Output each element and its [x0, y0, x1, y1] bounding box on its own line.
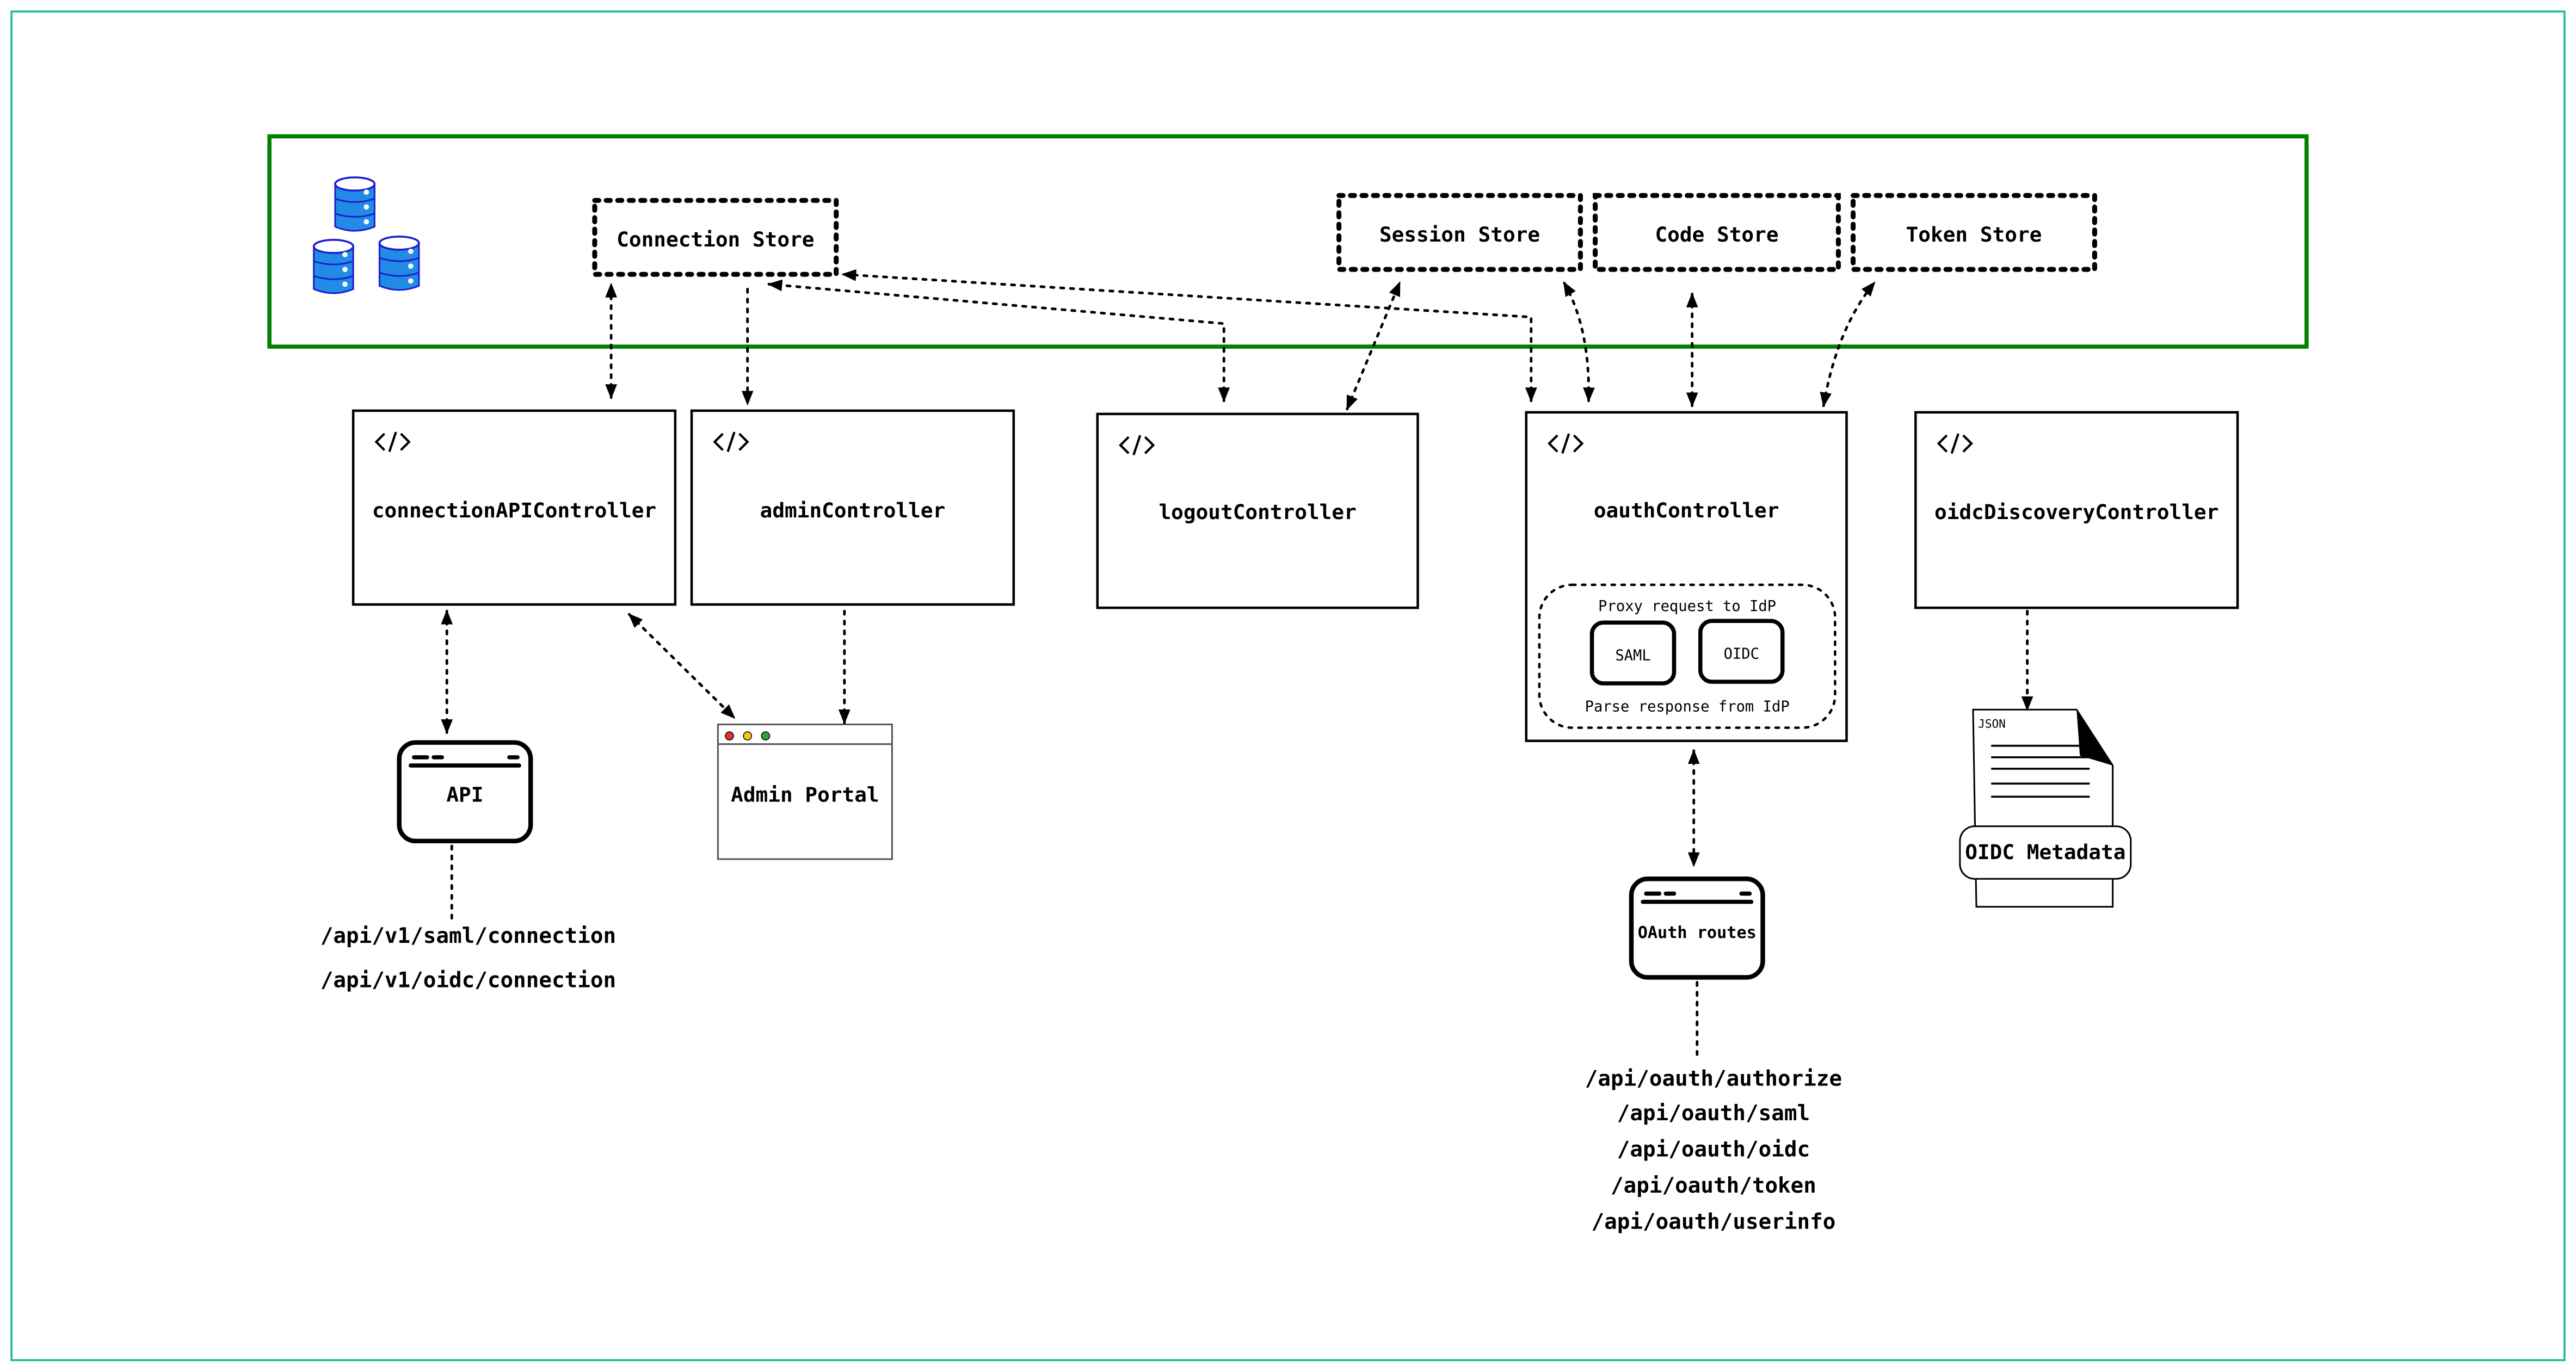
api-route-list: /api/v1/saml/connection /api/v1/oidc/con… — [321, 924, 616, 993]
arrow-oauth-connstore — [841, 269, 1537, 403]
oidc-module[interactable]: OIDC — [1698, 619, 1785, 684]
token-store-label: Token Store — [1906, 223, 2042, 246]
database-icon — [312, 176, 420, 294]
saml-module[interactable]: SAML — [1589, 620, 1677, 686]
document-lines-icon — [1991, 744, 2090, 798]
controller-label: connectionAPIController — [372, 498, 656, 522]
arrow-logout-connstore — [767, 279, 1230, 403]
code-store[interactable]: Code Store — [1593, 193, 1841, 272]
oauth-route-list: /api/oauth/authorize /api/oauth/saml /ap… — [1585, 1067, 1842, 1235]
connection-store[interactable]: Connection Store — [592, 198, 839, 277]
controller-label: logoutController — [1158, 500, 1356, 524]
connection-store-label: Connection Store — [617, 227, 814, 251]
json-label: JSON — [1978, 717, 2006, 730]
admin-portal-window[interactable]: Admin Portal — [717, 723, 893, 860]
oidc-metadata-document[interactable]: JSON OIDC Metadata — [1959, 708, 2132, 908]
api-label: API — [446, 782, 483, 806]
window-bar-icon — [409, 755, 521, 768]
arrow-logout-session — [1346, 281, 1401, 411]
idp-proxy-group — [1538, 583, 1837, 729]
oidc-metadata-label: OIDC Metadata — [1965, 840, 2125, 864]
outer-frame — [10, 10, 2566, 1361]
api-client[interactable]: API — [397, 740, 533, 844]
arrow-oauth-token — [1820, 281, 1876, 408]
proxy-label: Proxy request to IdP — [1598, 598, 1776, 615]
oidc-label: OIDC — [1724, 646, 1759, 663]
session-store[interactable]: Session Store — [1336, 193, 1583, 272]
window-bar-icon — [1641, 891, 1754, 904]
controller-label: adminController — [760, 498, 946, 522]
route-text: /api/v1/saml/connection — [321, 924, 616, 948]
oidc-discovery-controller[interactable]: oidcDiscoveryController — [1914, 411, 2239, 609]
route-text: /api/oauth/authorize — [1585, 1067, 1842, 1091]
maximize-dot-icon — [761, 731, 771, 740]
session-store-label: Session Store — [1379, 223, 1540, 246]
route-text: /api/v1/oidc/connection — [321, 968, 616, 993]
route-text: /api/oauth/saml — [1617, 1101, 1810, 1126]
route-text: /api/oauth/token — [1611, 1174, 1816, 1198]
controller-label: oidcDiscoveryController — [1934, 500, 2218, 524]
oauth-controller[interactable]: oauthController Proxy request to IdP SAM… — [1525, 411, 1848, 742]
parse-label: Parse response from IdP — [1585, 698, 1790, 715]
arrow-connapi-adminportal — [627, 613, 736, 719]
route-text: /api/oauth/userinfo — [1592, 1209, 1836, 1234]
token-store[interactable]: Token Store — [1851, 193, 2097, 272]
admin-portal-label: Admin Portal — [731, 782, 879, 806]
oauth-routes-label: OAuth routes — [1638, 923, 1757, 942]
code-store-label: Code Store — [1655, 223, 1778, 246]
route-text: /api/oauth/oidc — [1617, 1137, 1810, 1162]
oauth-routes-client[interactable]: OAuth routes — [1629, 877, 1765, 980]
minimize-dot-icon — [743, 731, 753, 740]
close-dot-icon — [725, 731, 734, 740]
arrow-oauth-session — [1562, 281, 1595, 403]
admin-controller[interactable]: adminController — [690, 409, 1015, 606]
connectors — [441, 269, 2033, 1063]
controller-label: oauthController — [1594, 498, 1779, 522]
connection-api-controller[interactable]: connectionAPIController — [352, 409, 677, 606]
saml-label: SAML — [1615, 647, 1650, 664]
logout-controller[interactable]: logoutController — [1096, 412, 1419, 609]
